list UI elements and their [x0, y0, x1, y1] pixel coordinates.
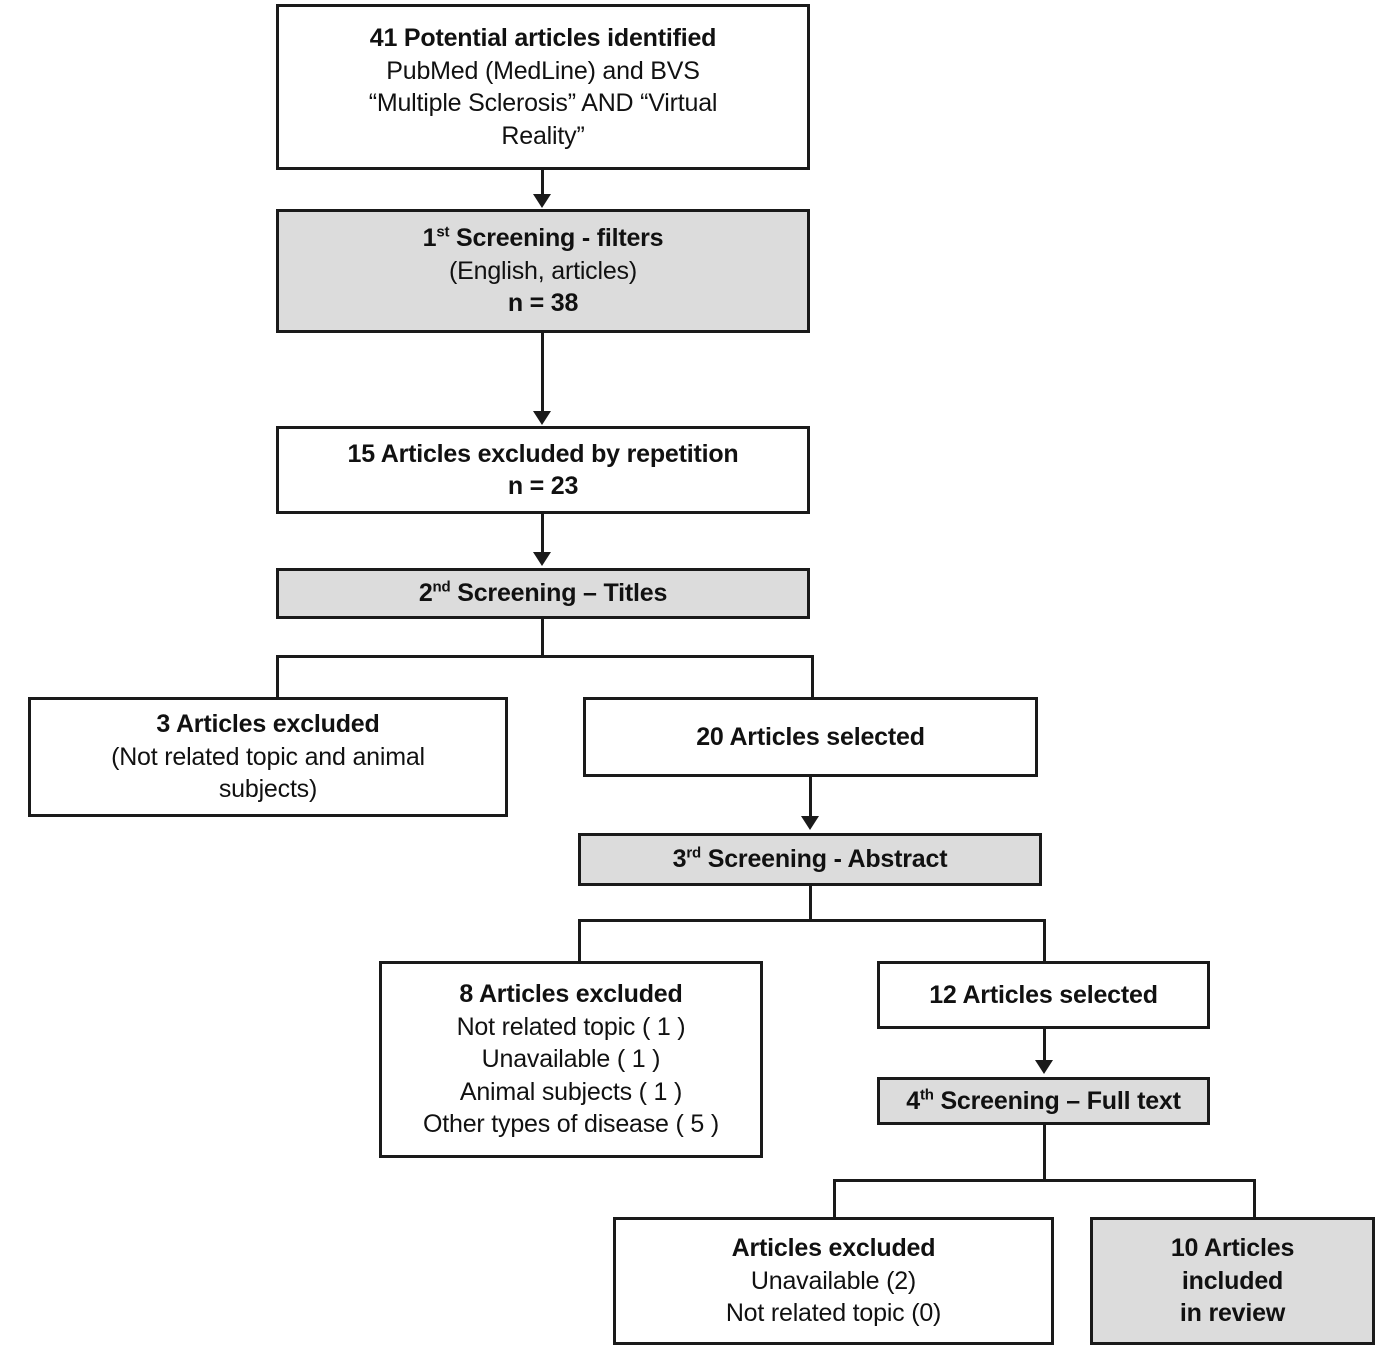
node-excluded-titles: 3 Articles excluded (Not related topic a… — [28, 697, 508, 817]
first-screening-line1: 1st Screening - filters — [422, 223, 664, 253]
connector-screening3-right-drop — [1043, 919, 1046, 963]
selected-titles-line1: 20 Articles selected — [696, 722, 925, 751]
records-identified-line2: PubMed (MedLine) and BVS — [386, 56, 700, 85]
connector-screening4-left-drop — [833, 1179, 836, 1219]
records-identified-line1: 41 Potential articles identified — [369, 24, 717, 52]
ordinal-suffix-st: st — [436, 223, 450, 241]
first-screening-line3: n = 38 — [507, 289, 579, 318]
connector-screening3-left-drop — [578, 919, 581, 963]
node-selected-abstract: 12 Articles selected — [877, 961, 1210, 1029]
connector-screening2-left-drop — [276, 655, 279, 699]
node-records-identified: 41 Potential articles identified PubMed … — [276, 4, 810, 170]
node-articles-included: 10 Articles included in review — [1090, 1217, 1375, 1345]
connector-screening4-bar — [833, 1179, 1256, 1182]
first-screening-line2: (English, articles) — [449, 256, 637, 285]
connector-identified-to-screening1 — [541, 170, 544, 198]
node-selected-titles: 20 Articles selected — [583, 697, 1038, 777]
connector-screening3-stem — [809, 886, 812, 921]
connector-screening4-right-drop — [1253, 1179, 1256, 1219]
connector-selected20-to-screening3 — [809, 777, 812, 819]
connector-screening2-right-drop — [811, 655, 814, 699]
third-screening-line1: 3rd Screening - Abstract — [672, 844, 948, 874]
fourth-screening-line1: 4th Screening – Full text — [906, 1086, 1181, 1115]
excluded-titles-line1: 3 Articles excluded — [156, 710, 380, 739]
node-first-screening: 1st Screening - filters (English, articl… — [276, 209, 810, 333]
connector-screening4-stem — [1043, 1125, 1046, 1181]
excluded-repetition-line1: 15 Articles excluded by repetition — [347, 439, 739, 468]
excluded-fulltext-line1: Articles excluded — [731, 1234, 936, 1263]
second-screening-line1: 2nd Screening – Titles — [418, 578, 668, 608]
excluded-abstract-line1: 8 Articles excluded — [459, 980, 683, 1009]
node-excluded-repetition: 15 Articles excluded by repetition n = 2… — [276, 426, 810, 514]
arrowhead-screening1 — [533, 194, 551, 208]
connector-screening2-stem — [541, 619, 544, 657]
excluded-fulltext-line3: Not related topic (0) — [725, 1299, 942, 1328]
excluded-repetition-line2: n = 23 — [507, 472, 579, 500]
node-fourth-screening: 4th Screening – Full text — [877, 1077, 1210, 1125]
arrowhead-screening2 — [533, 552, 551, 566]
node-excluded-fulltext: Articles excluded Unavailable (2) Not re… — [613, 1217, 1054, 1345]
arrowhead-screening4 — [1035, 1060, 1053, 1074]
arrowhead-screening3 — [801, 816, 819, 830]
excluded-abstract-line4: Animal subjects ( 1 ) — [459, 1077, 683, 1106]
excluded-titles-line2: (Not related topic and animal — [111, 742, 425, 771]
articles-included-line3: in review — [1179, 1299, 1286, 1328]
node-excluded-abstract: 8 Articles excluded Not related topic ( … — [379, 961, 763, 1158]
connector-screening3-bar — [578, 919, 1046, 922]
node-second-screening: 2nd Screening – Titles — [276, 568, 810, 619]
connector-repetition-to-screening2 — [541, 514, 544, 556]
connector-screening2-bar — [276, 655, 814, 658]
excluded-abstract-line5: Other types of disease ( 5 ) — [423, 1110, 719, 1139]
articles-included-line1: 10 Articles — [1170, 1234, 1295, 1263]
excluded-abstract-line2: Not related topic ( 1 ) — [456, 1012, 686, 1041]
arrowhead-repetition — [533, 411, 551, 425]
ordinal-suffix-th: th — [919, 1086, 934, 1104]
ordinal-suffix-rd: rd — [686, 844, 701, 862]
connector-selected12-to-screening4 — [1043, 1029, 1046, 1063]
records-identified-line4: Reality” — [501, 121, 585, 150]
node-third-screening: 3rd Screening - Abstract — [578, 833, 1042, 886]
connector-screening1-to-repetition — [541, 333, 544, 415]
excluded-abstract-line3: Unavailable ( 1 ) — [481, 1045, 661, 1074]
articles-included-line2: included — [1181, 1266, 1284, 1295]
records-identified-line3: “Multiple Sclerosis” AND “Virtual — [368, 89, 718, 117]
selected-abstract-line1: 12 Articles selected — [929, 980, 1158, 1009]
ordinal-suffix-nd: nd — [432, 578, 451, 596]
excluded-fulltext-line2: Unavailable (2) — [750, 1266, 917, 1295]
excluded-titles-line3: subjects) — [218, 775, 318, 804]
